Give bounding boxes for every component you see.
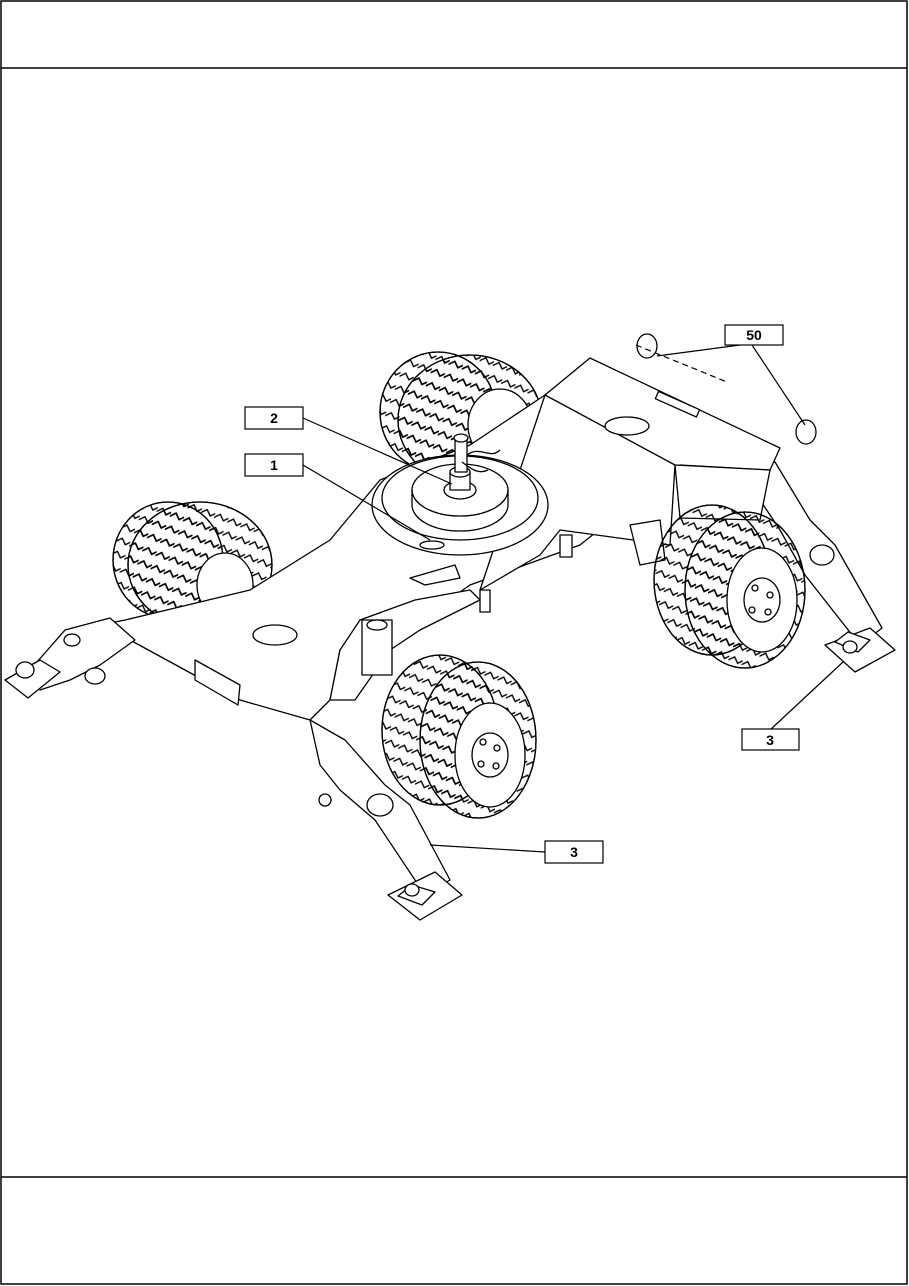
wheel-front-left bbox=[381, 654, 537, 819]
rotary-joint bbox=[443, 433, 501, 500]
callout-label: 3 bbox=[570, 844, 578, 860]
outrigger-left bbox=[4, 617, 136, 699]
callout-item-3-left[interactable]: 3 bbox=[544, 840, 604, 864]
callout-label: 2 bbox=[270, 410, 278, 426]
callout-item-2[interactable]: 2 bbox=[244, 406, 304, 430]
callout-item-1[interactable]: 1 bbox=[244, 453, 304, 477]
wheel-right bbox=[653, 504, 806, 669]
callout-item-3-right[interactable]: 3 bbox=[741, 728, 800, 751]
callout-label: 50 bbox=[746, 327, 762, 343]
callout-item-50[interactable]: 50 bbox=[724, 324, 784, 346]
outrigger-front bbox=[309, 619, 463, 921]
leader-lines bbox=[302, 344, 844, 853]
undercarriage-drawing bbox=[4, 333, 896, 921]
outrigger-right bbox=[739, 461, 896, 673]
callout-label: 3 bbox=[766, 732, 774, 748]
callout-label: 1 bbox=[270, 457, 278, 473]
cap-plugs bbox=[636, 333, 817, 445]
